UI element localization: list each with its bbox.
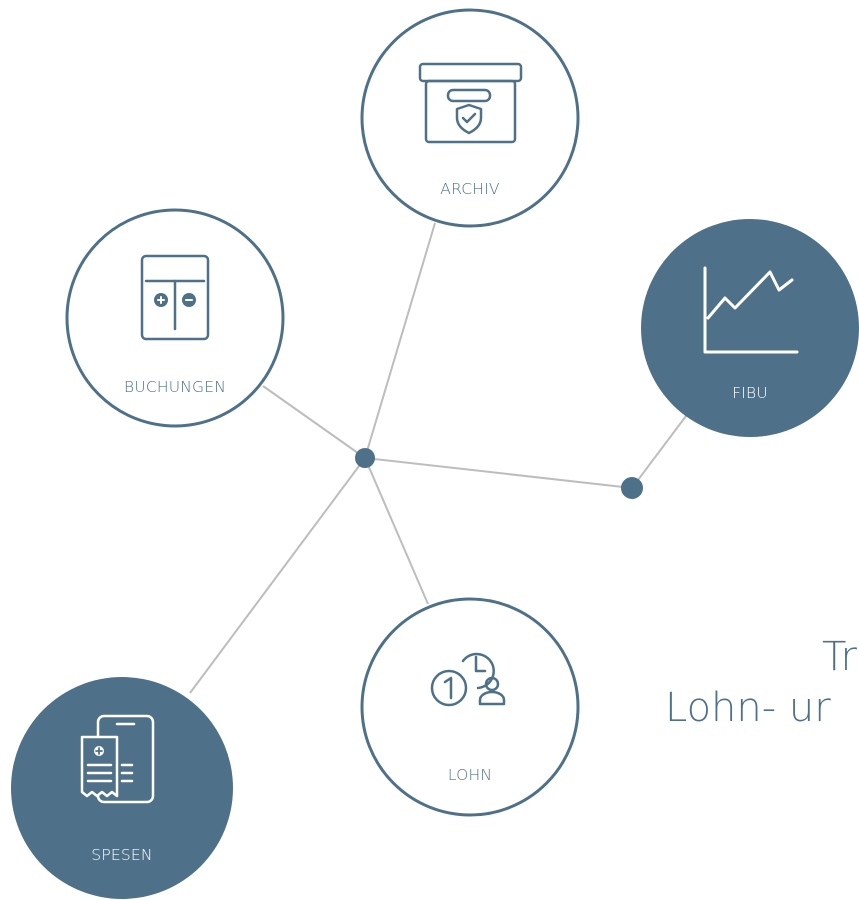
connector-lohn [364,457,429,605]
central-hub-dot [355,448,375,468]
node-fibu-label: FIBU [732,384,768,402]
phone-receipt-icon [80,714,155,804]
node-archiv-label: ARCHIV [440,180,500,198]
node-archiv[interactable]: ARCHIV [360,8,580,228]
node-lohn-label: LOHN [448,766,492,784]
secondary-hub-dot [621,477,643,499]
connector-buchungen [262,385,366,459]
teaser-heading-line-1: Tr [822,634,857,680]
node-spesen-label: SPESEN [91,846,152,864]
node-buchungen[interactable]: BUCHUNGEN [65,208,285,428]
ledger-plus-minus-icon [140,254,210,341]
connector-archiv [364,222,436,459]
node-buchungen-label: BUCHUNGEN [124,378,226,396]
node-fibu[interactable]: FIBU [641,219,859,437]
teaser-heading-line-2: Lohn- ur [665,685,831,731]
connector-lines [189,222,687,694]
clock-person-icon [430,652,506,707]
node-spesen[interactable]: SPESEN [11,677,233,899]
line-chart-icon [703,266,799,354]
connector-fibu [631,415,687,489]
node-lohn[interactable]: LOHN [360,597,580,817]
archive-box-shield-icon [418,62,523,144]
connector-secondary-hub [364,457,633,489]
connector-spesen [189,457,366,694]
